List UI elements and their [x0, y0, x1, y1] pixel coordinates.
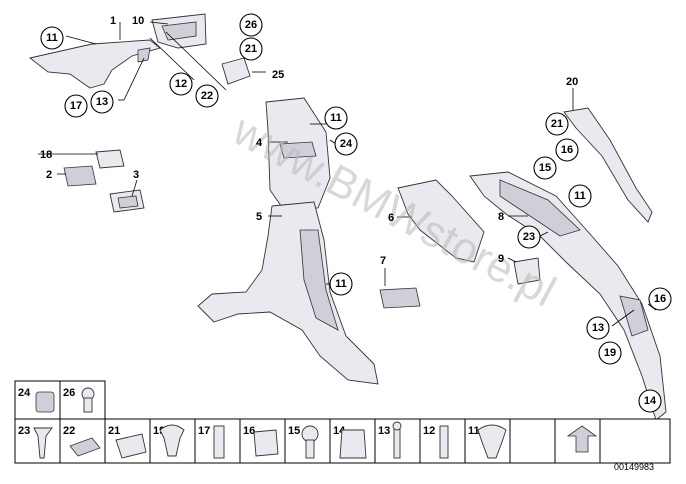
svg-text:23: 23 — [523, 231, 535, 243]
callout-21-b: 21 — [545, 112, 569, 136]
svg-text:11: 11 — [330, 112, 342, 124]
callout-12: 12 — [169, 72, 193, 96]
svg-text:15: 15 — [539, 162, 551, 174]
svg-text:13: 13 — [592, 322, 604, 334]
legend-num-11: 11 — [468, 425, 480, 437]
svg-text:24: 24 — [340, 138, 353, 150]
svg-text:22: 22 — [201, 90, 213, 102]
svg-text:14: 14 — [644, 395, 657, 407]
svg-text:11: 11 — [46, 32, 58, 44]
label-5: 5 — [256, 211, 262, 223]
legend-table: 24 26 23 22 21 19 17 16 15 14 13 12 11 — [14, 380, 671, 472]
legend-num-24: 24 — [18, 387, 31, 399]
callout-26: 26 — [239, 13, 263, 37]
svg-text:12: 12 — [175, 78, 187, 90]
svg-text:13: 13 — [96, 96, 108, 108]
callout-16-b: 16 — [648, 287, 672, 311]
svg-text:11: 11 — [574, 190, 586, 202]
callout-14: 14 — [638, 389, 662, 413]
svg-text:26: 26 — [245, 19, 257, 31]
callout-13-a: 13 — [90, 90, 114, 114]
svg-text:21: 21 — [245, 43, 257, 55]
legend-num-12: 12 — [423, 425, 435, 437]
label-1: 1 — [110, 15, 116, 27]
legend-glyphs — [33, 387, 598, 459]
reference-number: 00149983 — [614, 462, 654, 472]
callout-11-b: 11 — [324, 106, 348, 130]
callout-24: 24 — [334, 132, 358, 156]
leader-lines — [38, 21, 657, 327]
label-18: 18 — [40, 149, 52, 161]
label-8: 8 — [498, 211, 504, 223]
label-25: 25 — [272, 69, 284, 81]
callout-23: 23 — [517, 225, 541, 249]
label-4: 4 — [256, 137, 263, 149]
callout-21-a: 21 — [239, 37, 263, 61]
callout-13-b: 13 — [586, 316, 610, 340]
legend-num-26: 26 — [63, 387, 75, 399]
plain-labels: 1 10 25 20 4 18 2 3 5 6 8 7 9 — [40, 15, 578, 267]
svg-text:21: 21 — [551, 118, 563, 130]
part-drawings — [28, 13, 667, 421]
callout-11-d: 11 — [329, 272, 353, 296]
svg-text:17: 17 — [70, 100, 82, 112]
legend-num-16: 16 — [243, 425, 255, 437]
legend-num-21: 21 — [108, 425, 120, 437]
callout-22: 22 — [195, 84, 219, 108]
svg-text:19: 19 — [604, 347, 616, 359]
callout-19: 19 — [598, 341, 622, 365]
label-6: 6 — [388, 212, 394, 224]
callout-11-a: 11 — [40, 26, 64, 50]
label-7: 7 — [380, 255, 386, 267]
legend-num-23: 23 — [18, 425, 30, 437]
circled-labels: 11 26 21 12 22 17 13 11 24 21 16 15 11 2… — [40, 13, 672, 413]
callout-16-a: 16 — [555, 138, 579, 162]
svg-text:11: 11 — [335, 278, 347, 290]
callout-11-c: 11 — [568, 184, 592, 208]
label-3: 3 — [133, 169, 139, 181]
legend-num-15: 15 — [288, 425, 300, 437]
callout-15: 15 — [533, 156, 557, 180]
label-9: 9 — [498, 253, 504, 265]
svg-text:16: 16 — [561, 144, 573, 156]
legend-num-13: 13 — [378, 425, 390, 437]
legend-num-17: 17 — [198, 425, 210, 437]
svg-text:16: 16 — [654, 293, 666, 305]
label-20: 20 — [566, 76, 578, 88]
legend-num-22: 22 — [63, 425, 75, 437]
label-10: 10 — [132, 15, 144, 27]
callout-17: 17 — [64, 94, 88, 118]
label-2: 2 — [46, 169, 52, 181]
